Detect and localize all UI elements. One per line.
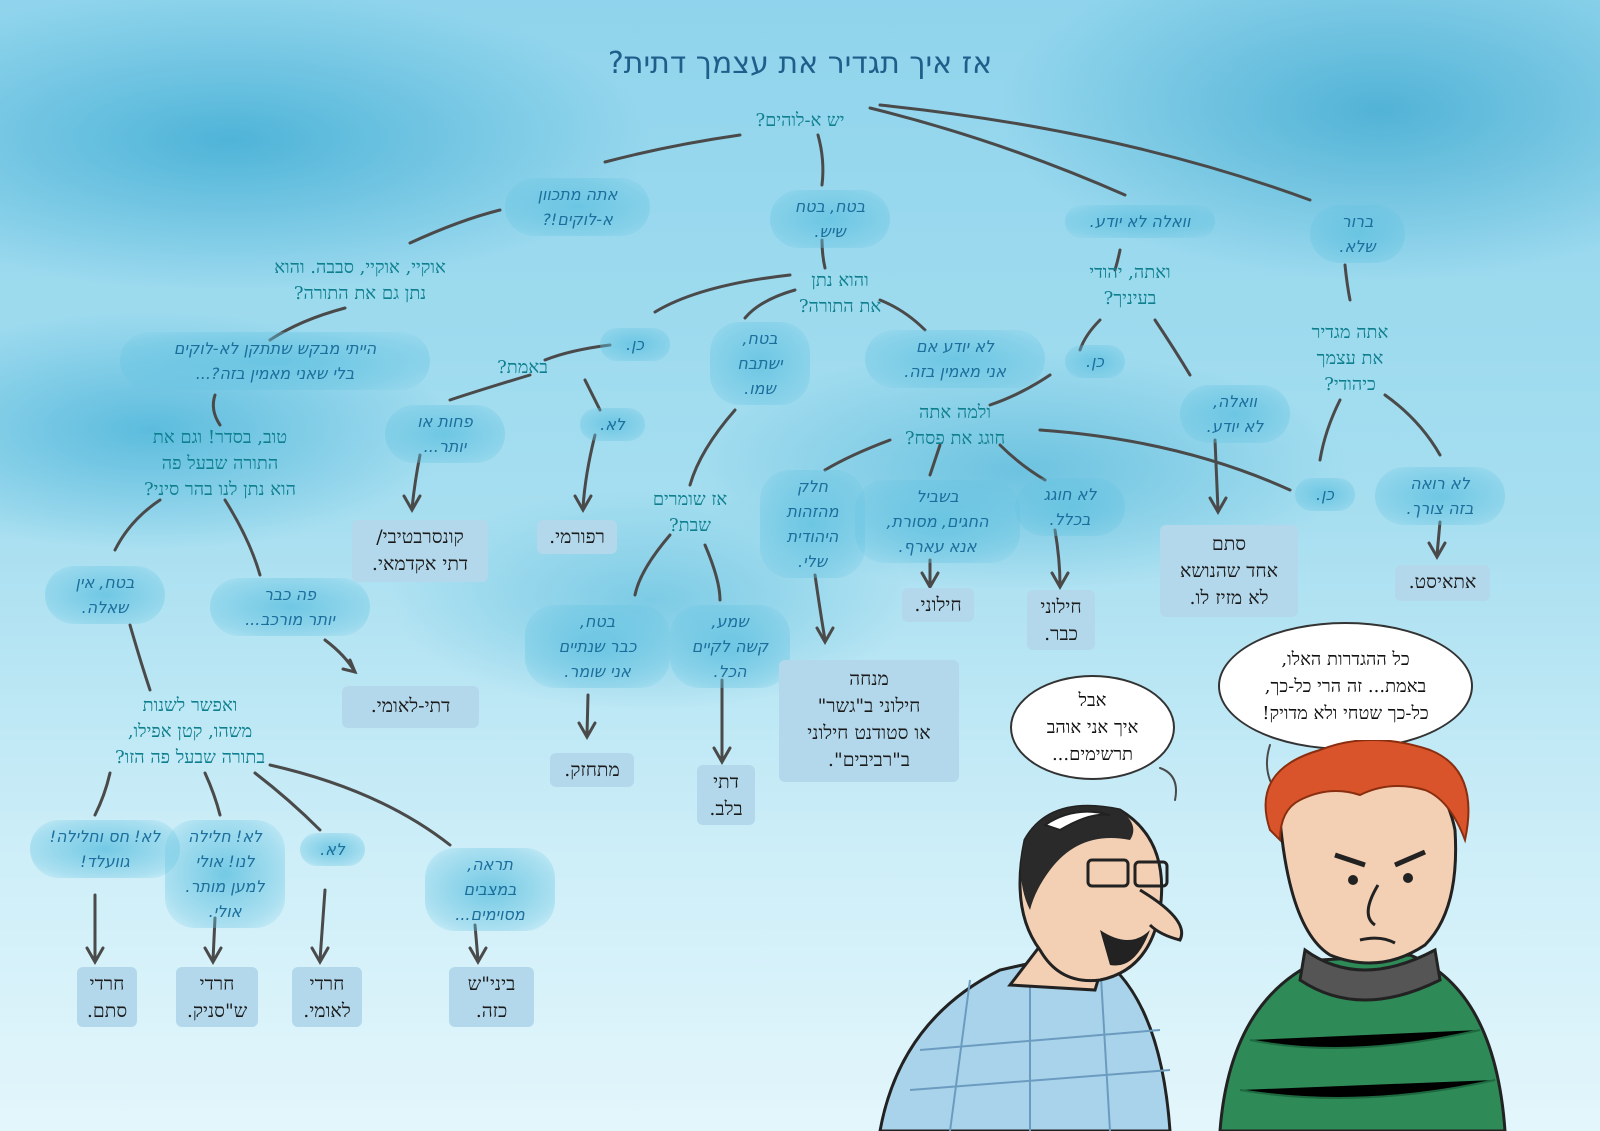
result-conservative: קונסרבטיבי/ דתי אקדמאי. [352,520,488,582]
answer-sure: בטח, בטח שיש. [770,190,890,248]
answer-see-mood: תראה, במצבים מסוימים... [425,848,555,931]
question-shabbat: אז שומרים שבת? [652,489,728,536]
answer-sure-no-question: בטח, אין שאלה. [45,566,165,624]
result-dati-leumi: דתי-לאומי. [342,686,479,728]
answer-complicated: פה כבר יותר מורכב... [210,578,370,636]
answer-clearly-not: ברור שלא. [1310,205,1405,263]
answer-want-god: הייתי מבקש שתתקן לא-לוקים בלי שאני מאמין… [120,332,430,390]
answer-part-identity: חלק מהזהות היהודית שלי. [760,470,865,578]
answer-dunno: וואלה לא יודע. [1065,205,1215,238]
answer-dunno-believe: לא יודע אם אני מאמין בזה. [865,330,1045,388]
answer-no-way: לא! חס וחלילה! גוועלד! [30,820,180,878]
speech-bubble-left: אבל איך אני אוהב תרשימים... [1010,675,1175,780]
answer-mean-god: אתה מתכוון א-לוקים!? [505,178,650,236]
character-redhead-man [1218,740,1507,1131]
answer-yes-jew: כן. [1065,345,1125,378]
answer-no-need: לא רואה בזה צורך. [1375,467,1505,525]
result-reform: רפורמי. [537,520,617,554]
result-atheist: אתאיסט. [1395,565,1490,601]
result-stam-echad: סתם אחד שהנושא לא מזיז לו. [1160,525,1298,617]
answer-sure-keep: בטח, כבר שנתיים אני שומר. [525,605,670,688]
question-okay-torah: אוקיי, אוקיי, סבבה. והוא נתן גם את התורה… [274,257,446,304]
question-root: יש א-לוהים? [755,110,845,131]
answer-more-or-less: פחות או יותר... [385,405,505,463]
chart-title: אז איך תגדיר את עצמך דתית? [607,46,993,81]
answer-no2: לא. [580,408,645,441]
question-oral-torah: טוב, בסדר! וגם את התורה שבעל פה הוא נתן … [144,427,296,500]
question-jew-eyes: ואתה, יהודי בעיניך? [1089,262,1171,309]
question-change: ואפשר לשנות משהו, קטן אפילו, בתורה שבעל … [114,695,266,768]
result-haredi-shas: חרדי ש"סניק. [176,967,258,1027]
question-torah2: והוא נתן את התורה? [798,270,882,317]
result-minha: מנחה חילוני ב"גשר" או סטודנט חילוני ב"רב… [779,660,959,782]
answer-walla-dunno: וואלה, לא יודע. [1180,385,1290,443]
answer-no-only-more: לא! חלילה לנו! אולי למען מותר. אולי. [165,820,285,928]
answer-sure-blessed: בטח, ישתבח שמו. [710,322,810,405]
speech-bubble-right: כל ההגדרות האלו, באמת... זה הרי כל-כך, כ… [1218,622,1473,750]
result-haredi-stam: חרדי סתם. [77,967,137,1027]
result-hiloni: חילוני. [902,588,974,622]
result-mitchazek: מתחזק. [550,753,634,787]
result-hiloni-kvar: חילוני כבר. [1027,590,1095,650]
question-really: באמת? [497,357,548,378]
answer-yes3: כן. [1295,478,1355,511]
result-haredi-leumi: חרדי לאומי. [292,967,362,1027]
result-beinaish: ביני"ש כזה. [449,967,534,1027]
result-dati-balev: דתי בלב. [697,765,755,825]
answer-yes-hard: שמע, קשה לקיים הכל. [670,605,790,688]
answer-holiday-tradition: בשביל החגים, מסורת, אנא עארף. [855,480,1020,563]
question-pesach: ולמה אתה חוגג את פסח? [904,402,1006,449]
question-define-jew: אתה מגדיר את עצמך כיהודי? [1311,322,1389,395]
answer-yes1: כן. [600,328,670,361]
character-kippah-man [878,804,1183,1131]
answer-no: לא. [300,833,365,866]
answer-dont-celebrate: לא חוגג בכלל. [1015,478,1125,536]
